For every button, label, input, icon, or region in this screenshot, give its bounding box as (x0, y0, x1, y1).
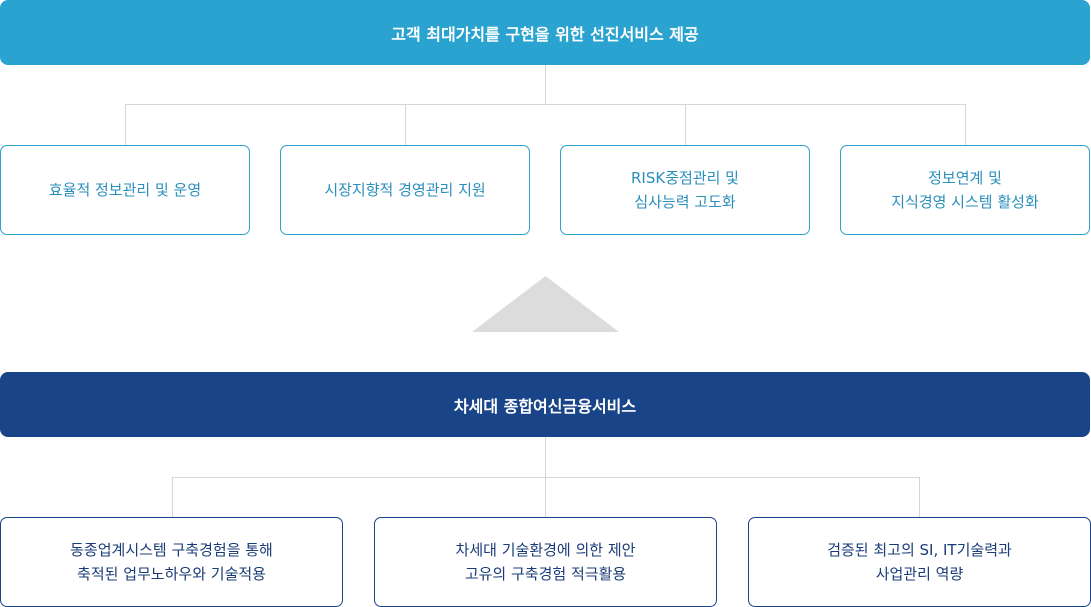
top-connector-trunk (545, 65, 546, 105)
bottom-connector-drop-3 (919, 477, 920, 517)
top-banner-label: 고객 최대가치를 구현을 위한 선진서비스 제공 (391, 24, 699, 44)
top-banner: 고객 최대가치를 구현을 위한 선진서비스 제공 (0, 0, 1090, 65)
top-box-4-line1: 정보연계 및 (928, 169, 1002, 187)
top-connector-drop-3 (685, 104, 686, 145)
bottom-box-2: 차세대 기술환경에 의한 제안 고유의 구축경험 적극활용 (374, 517, 717, 607)
bottom-box-1: 동종업계시스템 구축경험을 통해 축적된 업무노하우와 기술적용 (0, 517, 343, 607)
bottom-connector-rail (172, 477, 920, 478)
bottom-box-2-line2: 고유의 구축경험 적극활용 (464, 565, 627, 583)
bottom-banner-label: 차세대 종합여신금융서비스 (453, 396, 637, 416)
bottom-box-1-line2: 축적된 업무노하우와 기술적용 (77, 565, 266, 583)
top-connector-drop-2 (405, 104, 406, 145)
bottom-box-3: 검증된 최고의 SI, IT기술력과 사업관리 역량 (748, 517, 1091, 607)
top-connector-rail (125, 104, 966, 105)
top-box-2-line1: 시장지향적 경영관리 지원 (324, 181, 486, 199)
bottom-connector-drop-1 (172, 477, 173, 517)
top-connector-drop-4 (965, 104, 966, 145)
bottom-connector-drop-2 (545, 477, 546, 517)
top-box-1-line1: 효율적 정보관리 및 운영 (48, 181, 202, 199)
top-connector-drop-1 (125, 104, 126, 145)
bottom-box-2-line1: 차세대 기술환경에 의한 제안 (455, 541, 636, 559)
bottom-box-3-line1: 검증된 최고의 SI, IT기술력과 (827, 541, 1012, 559)
top-box-3-line1: RISK중점관리 및 (631, 169, 739, 187)
up-arrow-icon (472, 276, 619, 332)
bottom-box-1-line1: 동종업계시스템 구축경험을 통해 (70, 541, 273, 559)
top-box-3-line2: 심사능력 고도화 (634, 193, 736, 211)
top-box-1: 효율적 정보관리 및 운영 (0, 145, 250, 235)
top-box-4-line2: 지식경영 시스템 활성화 (891, 193, 1039, 211)
top-box-3: RISK중점관리 및 심사능력 고도화 (560, 145, 810, 235)
bottom-banner: 차세대 종합여신금융서비스 (0, 372, 1090, 437)
bottom-connector-trunk (545, 437, 546, 477)
top-box-2: 시장지향적 경영관리 지원 (280, 145, 530, 235)
top-box-4: 정보연계 및 지식경영 시스템 활성화 (840, 145, 1090, 235)
bottom-box-3-line2: 사업관리 역량 (875, 565, 964, 583)
